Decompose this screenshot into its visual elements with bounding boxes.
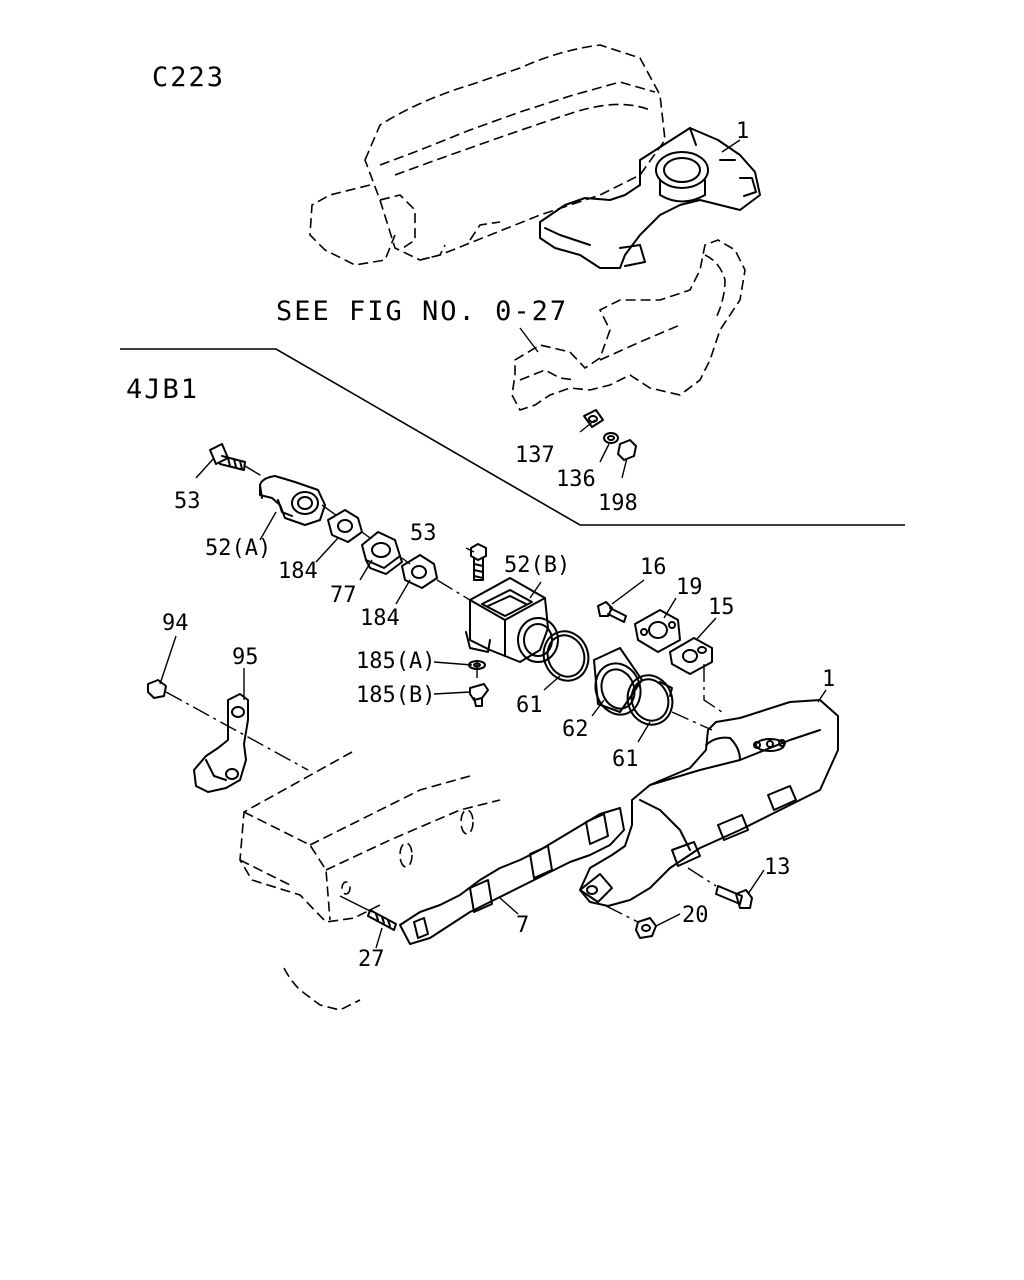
- centerline-d: [436, 579, 471, 601]
- top-manifold-part: [539, 127, 761, 269]
- see-fig-note: SEE FIG NO. 0-27: [276, 296, 568, 327]
- clamp-61-b: [626, 674, 674, 726]
- nut-20: [635, 917, 657, 939]
- centerline-j: [605, 905, 639, 923]
- stud-27: [339, 895, 397, 931]
- callout-184-a: 184: [278, 559, 318, 584]
- bolt-53-mid: [470, 543, 487, 581]
- callout-136: 136: [556, 467, 596, 492]
- callout-16: 16: [640, 555, 667, 580]
- callout-185b: 185(B): [356, 683, 435, 708]
- callout-13: 13: [764, 855, 791, 880]
- bolt-53-left: [209, 443, 246, 471]
- flange-hardware-top: [579, 409, 637, 479]
- callout-95: 95: [232, 645, 259, 670]
- centerline-upper: [244, 465, 266, 479]
- centerline-f: [671, 711, 713, 731]
- callout-61-b: 61: [612, 747, 639, 772]
- callout-labels: 1 137 136 198 53 52(A) 184 77 184 53 52(…: [162, 119, 835, 972]
- manifold-gasket-7: [399, 807, 625, 945]
- egr-block-52b: [465, 577, 559, 663]
- callout-198: 198: [598, 491, 638, 516]
- callout-7: 7: [516, 913, 529, 938]
- callout-53-left: 53: [174, 489, 201, 514]
- leader-lines: [159, 139, 827, 949]
- bolt-13: [715, 885, 753, 909]
- exhaust-manifold-1: [579, 699, 839, 907]
- engine-block-ghost-top: [309, 44, 666, 266]
- plug-185b: [469, 683, 489, 707]
- centerline-a: [321, 504, 341, 519]
- callout-77: 77: [330, 583, 357, 608]
- callout-15: 15: [708, 595, 735, 620]
- callout-1-top: 1: [736, 119, 749, 144]
- callout-52a: 52(A): [205, 536, 271, 561]
- clamp-61-a: [542, 630, 590, 682]
- gasket-184-b: [401, 554, 438, 589]
- callout-94: 94: [162, 611, 189, 636]
- centerline-h: [165, 691, 309, 771]
- bracket-95: [193, 693, 249, 793]
- callout-20: 20: [682, 903, 709, 928]
- callout-62: 62: [562, 717, 589, 742]
- gasket-15: [669, 637, 713, 675]
- diagram-code: C223: [152, 62, 225, 93]
- callout-52b: 52(B): [504, 553, 570, 578]
- engine-block-ghost-bottom: [239, 751, 501, 1011]
- engine-model: 4JB1: [126, 374, 199, 405]
- flange-19: [634, 609, 681, 653]
- bolt-16: [597, 601, 627, 623]
- elbow-52a: [259, 475, 326, 526]
- callout-19: 19: [676, 575, 703, 600]
- section-divider: [120, 348, 905, 526]
- callout-53-mid: 53: [410, 521, 437, 546]
- callout-27: 27: [358, 947, 385, 972]
- callout-184-b: 184: [360, 606, 400, 631]
- callout-1-bottom: 1: [822, 667, 835, 692]
- bolt-94: [147, 679, 167, 699]
- exhaust-manifold-ghost: [511, 239, 746, 411]
- gasket-184-a: [327, 509, 363, 543]
- centerline-i: [687, 867, 717, 887]
- callout-185a: 185(A): [356, 649, 435, 674]
- centerline-g: [703, 664, 723, 713]
- callout-137: 137: [515, 443, 555, 468]
- centerline-b: [361, 531, 371, 539]
- callout-61-a: 61: [516, 693, 543, 718]
